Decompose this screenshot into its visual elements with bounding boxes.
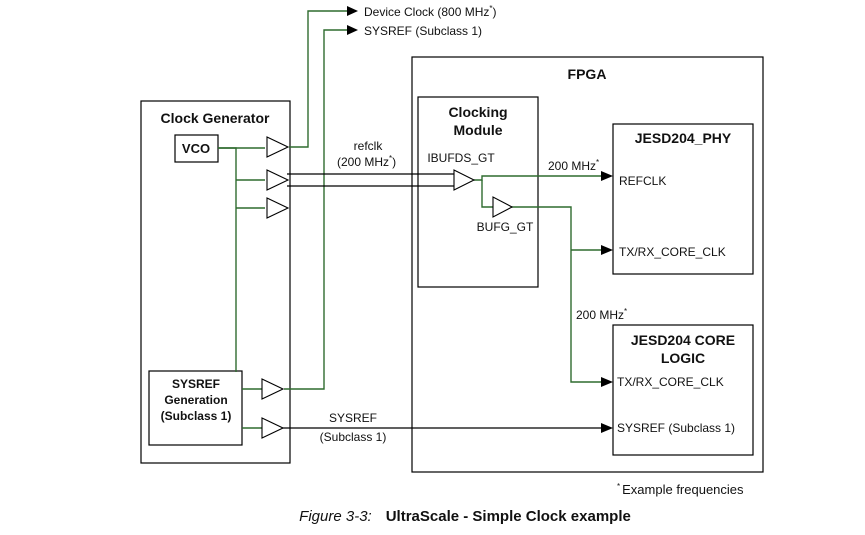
sysref-gen-line1: SYSREF [172, 377, 220, 391]
clock-buffer-2 [266, 169, 290, 191]
sysref-bottom-label1: SYSREF [329, 411, 377, 425]
vco-distribution-wire [218, 147, 237, 372]
bufg-label: BUFG_GT [477, 220, 534, 234]
core-clk-arrowhead [601, 377, 613, 387]
core-freq-label: 200 MHz* [576, 307, 627, 322]
sysref-top-arrowhead [347, 25, 358, 35]
ibufds-gt-buffer [453, 169, 476, 191]
refclk-label: refclk [354, 139, 384, 153]
core-txrx-core-clk-label: TX/RX_CORE_CLK [617, 375, 724, 389]
sysref-top-wire [284, 29, 347, 390]
sysref-buffer-1 [261, 378, 285, 400]
device-clock-wire [289, 10, 347, 148]
refclk-freq-label: (200 MHz*) [337, 154, 396, 169]
vco-label: VCO [182, 141, 210, 156]
sysref-generation-block [148, 370, 243, 446]
sysref-buffer-2 [261, 417, 285, 439]
core-logic-line1: JESD204 CORE [631, 332, 735, 348]
clock-generator-block [140, 100, 291, 464]
clock-buffer-1 [266, 136, 290, 158]
jesd204-core-logic-block [612, 324, 754, 456]
clocking-module-line2: Module [454, 122, 503, 138]
clock-buffer-3 [266, 197, 290, 219]
sysref-gen-line3: (Subclass 1) [161, 409, 232, 423]
refclk-arrowhead [601, 171, 613, 181]
core-logic-line2: LOGIC [661, 350, 705, 366]
phy-freq-label: 200 MHz* [548, 158, 599, 173]
jesd204-phy-title: JESD204_PHY [635, 130, 732, 146]
ibufds-to-refclk-wire [474, 175, 603, 181]
sysref-top-label: SYSREF (Subclass 1) [364, 24, 482, 38]
fpga-title: FPGA [568, 66, 607, 82]
ibufds-label: IBUFDS_GT [427, 151, 495, 165]
clocking-module-line1: Clocking [448, 104, 507, 120]
bufg-gt-buffer [492, 196, 514, 218]
phy-core-clk-arrowhead [601, 245, 613, 255]
core-sysref-port-label: SYSREF (Subclass 1) [617, 421, 735, 435]
footnote: *Example frequencies [617, 482, 744, 497]
jesd204-phy-block [612, 123, 754, 275]
sysref-bottom-label2: (Subclass 1) [320, 430, 387, 444]
bufg-to-core-wire [511, 206, 603, 383]
device-clock-label: Device Clock (800 MHz*) [364, 4, 497, 19]
sysref-gen-line2: Generation [164, 393, 227, 407]
figure-number: Figure 3-3: [299, 508, 372, 525]
device-clock-arrowhead [347, 6, 358, 16]
phy-txrx-core-clk-label: TX/RX_CORE_CLK [619, 245, 726, 259]
ibufds-to-bufg-wire [481, 180, 493, 208]
fpga-block [411, 56, 764, 473]
figure-caption: Figure 3-3: UltraScale - Simple Clock exa… [0, 508, 865, 525]
clock-generator-title: Clock Generator [161, 110, 270, 126]
sysref-bottom-arrowhead [601, 423, 613, 433]
clocking-module-block [417, 96, 539, 288]
refclk-port-label: REFCLK [619, 174, 666, 188]
figure-title: UltraScale - Simple Clock example [385, 508, 631, 525]
